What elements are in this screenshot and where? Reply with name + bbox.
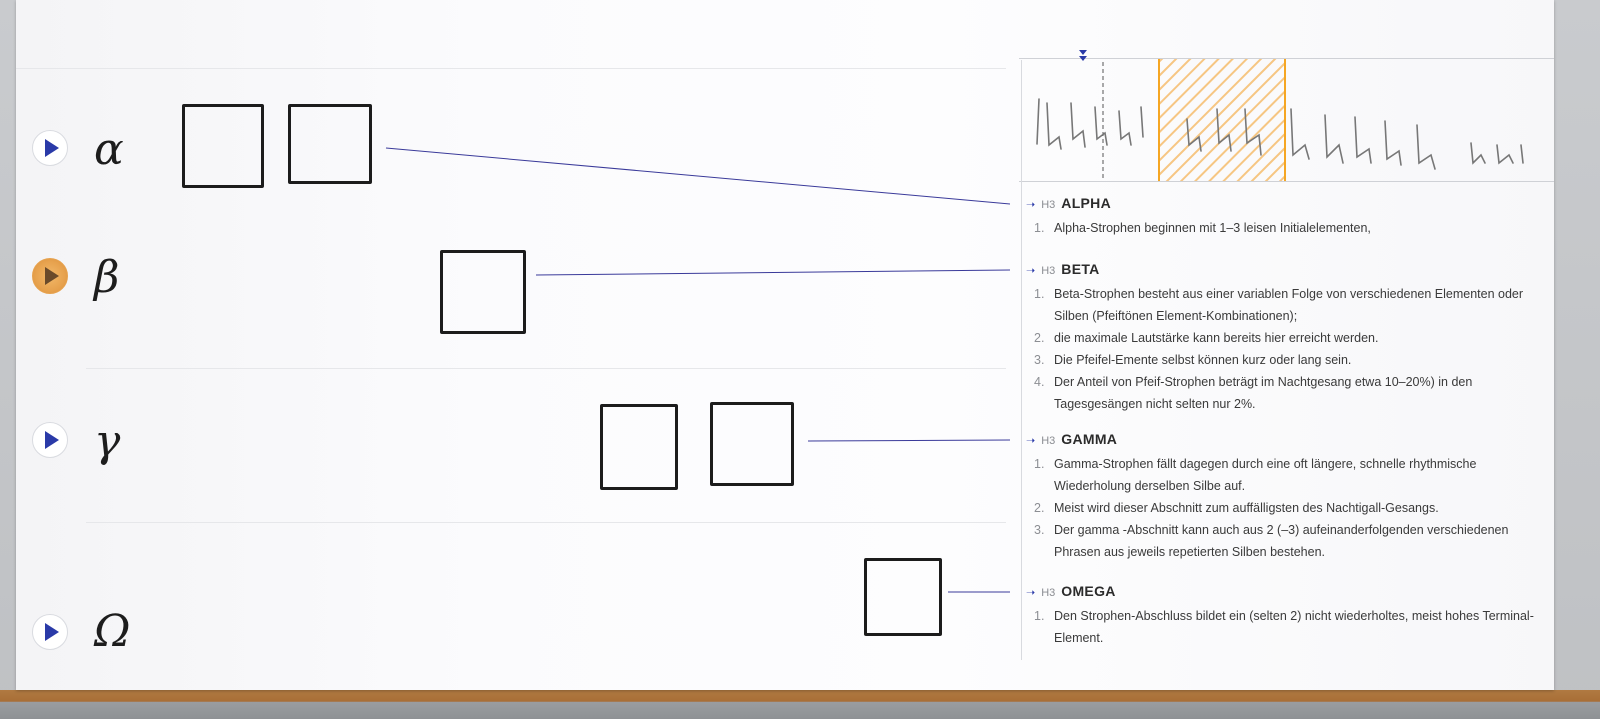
list-item: 1. Alpha-Strophen beginnen mit 1–3 leise… — [1026, 217, 1546, 239]
section-title[interactable]: OMEGA — [1061, 583, 1116, 599]
element-box-alpha-2[interactable] — [288, 104, 372, 184]
arrow-icon: ➝ — [1026, 435, 1036, 447]
symbol-beta: β — [94, 252, 120, 303]
heading-level: H3 — [1041, 435, 1056, 447]
divider — [86, 368, 1006, 369]
section-title[interactable]: BETA — [1061, 261, 1100, 277]
connector-lines — [385, 50, 1087, 593]
item-list: 1. Beta-Strophen besteht aus einer varia… — [1026, 283, 1546, 415]
divider — [86, 522, 1006, 523]
item-list: 1. Alpha-Strophen beginnen mit 1–3 leise… — [1026, 217, 1546, 239]
divider — [16, 68, 1006, 69]
item-text: Den Strophen-Abschluss bildet ein (selte… — [1054, 609, 1534, 645]
selection-highlight[interactable] — [1159, 59, 1285, 181]
item-number: 1. — [1034, 609, 1045, 623]
play-button-omega[interactable] — [32, 614, 68, 650]
item-text: die maximale Lautstärke kann bereits hie… — [1054, 331, 1379, 345]
row-beta: β — [16, 252, 186, 312]
item-number: 2. — [1034, 331, 1045, 345]
symbol-alpha: α — [94, 124, 124, 175]
list-item: 1. Gamma-Strophen fällt dagegen durch ei… — [1026, 453, 1546, 497]
element-box-alpha-1[interactable] — [182, 104, 264, 188]
list-item: 4. Der Anteil von Pfeif-Strophen beträgt… — [1026, 371, 1546, 415]
spectrogram-panel[interactable] — [1019, 55, 1554, 182]
item-text: Der Anteil von Pfeif-Strophen beträgt im… — [1054, 375, 1473, 411]
list-item: 2. die maximale Lautstärke kann bereits … — [1026, 327, 1546, 349]
heading-level: H3 — [1041, 587, 1056, 599]
list-item: 3. Der gamma -Abschnitt kann auch aus 2 … — [1026, 519, 1546, 563]
list-item: 1. Den Strophen-Abschluss bildet ein (se… — [1026, 605, 1546, 649]
desk-surface — [0, 690, 1600, 719]
section-title[interactable]: ALPHA — [1061, 195, 1112, 211]
item-text: Gamma-Strophen fällt dagegen durch eine … — [1054, 457, 1477, 493]
section-beta: ➝ H3 BETA 1. Beta-Strophen besteht aus e… — [1026, 261, 1546, 415]
list-item: 3. Die Pfeifel-Emente selbst können kurz… — [1026, 349, 1546, 371]
arrow-icon: ➝ — [1026, 199, 1036, 211]
item-number: 2. — [1034, 501, 1045, 515]
heading-level: H3 — [1041, 199, 1056, 211]
row-gamma: γ — [16, 412, 186, 472]
play-button-gamma[interactable] — [32, 422, 68, 458]
item-number: 3. — [1034, 353, 1045, 367]
item-list: 1. Gamma-Strophen fällt dagegen durch ei… — [1026, 453, 1546, 563]
arrow-icon: ➝ — [1026, 587, 1036, 599]
item-number: 1. — [1034, 457, 1045, 471]
spectrogram-drawing — [1036, 55, 1524, 181]
element-box-beta-1[interactable] — [440, 250, 526, 334]
paper-prototype: α β γ Ω — [16, 0, 1554, 690]
section-alpha: ➝ H3 ALPHA 1. Alpha-Strophen beginnen mi… — [1026, 195, 1546, 239]
item-text: Alpha-Strophen beginnen mit 1–3 leisen I… — [1054, 221, 1371, 235]
element-box-gamma-2[interactable] — [710, 402, 794, 486]
list-item: 1. Beta-Strophen besteht aus einer varia… — [1026, 283, 1546, 327]
item-text: Die Pfeifel-Emente selbst können kurz od… — [1054, 353, 1352, 367]
list-item: 2. Meist wird dieser Abschnitt zum auffä… — [1026, 497, 1546, 519]
item-number: 3. — [1034, 523, 1045, 537]
section-omega: ➝ H3 OMEGA 1. Den Strophen-Abschluss bil… — [1026, 583, 1546, 649]
arrow-icon: ➝ — [1026, 265, 1036, 277]
item-text: Beta-Strophen besteht aus einer variable… — [1054, 287, 1524, 323]
symbol-omega: Ω — [94, 606, 131, 657]
item-list: 1. Den Strophen-Abschluss bildet ein (se… — [1026, 605, 1546, 649]
section-gamma: ➝ H3 GAMMA 1. Gamma-Strophen fällt dageg… — [1026, 431, 1546, 563]
symbol-gamma: γ — [94, 416, 121, 467]
item-text: Der gamma -Abschnitt kann auch aus 2 (–3… — [1054, 523, 1509, 559]
item-text: Meist wird dieser Abschnitt zum auffälli… — [1054, 501, 1439, 515]
row-alpha: α — [16, 122, 186, 182]
section-title[interactable]: GAMMA — [1061, 431, 1118, 447]
item-number: 4. — [1034, 375, 1045, 389]
element-box-gamma-1[interactable] — [600, 404, 678, 490]
row-omega: Ω — [16, 604, 186, 664]
item-number: 1. — [1034, 287, 1045, 301]
play-button-alpha[interactable] — [32, 130, 68, 166]
sidebar-divider — [1021, 60, 1022, 660]
item-number: 1. — [1034, 221, 1045, 235]
play-button-beta[interactable] — [32, 258, 68, 294]
element-box-omega-1[interactable] — [864, 558, 942, 636]
heading-level: H3 — [1041, 265, 1056, 277]
